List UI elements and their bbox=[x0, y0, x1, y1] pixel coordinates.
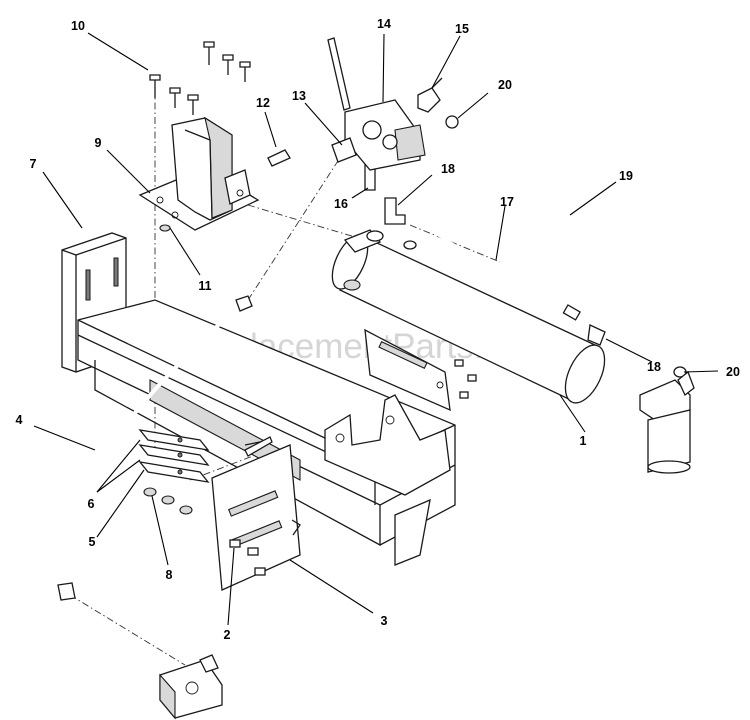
callout-16: 16 bbox=[334, 197, 348, 211]
part-12-pin bbox=[267, 149, 291, 167]
callout-14: 14 bbox=[377, 17, 391, 31]
part-14-control-valve bbox=[327, 37, 443, 171]
callout-11: 11 bbox=[198, 279, 211, 293]
callout-9: 9 bbox=[95, 136, 102, 150]
callout-18a: 18 bbox=[441, 162, 455, 176]
callout-4: 4 bbox=[16, 413, 23, 427]
callout-3: 3 bbox=[381, 614, 388, 628]
part-11-nut bbox=[159, 224, 171, 232]
leader-lines bbox=[33, 32, 719, 626]
callout-18b: 18 bbox=[647, 360, 661, 374]
part-10-bolts bbox=[149, 41, 251, 115]
callout-19: 19 bbox=[619, 169, 633, 183]
callout-labels: 10 9 7 11 12 13 14 15 20 18 16 17 19 18 … bbox=[16, 17, 740, 642]
side-plate-upper bbox=[364, 328, 451, 412]
part-9-wedge bbox=[138, 116, 260, 231]
part-8-nuts bbox=[143, 487, 193, 515]
part-17-hose bbox=[404, 213, 581, 321]
filter-assembly bbox=[639, 370, 695, 474]
callout-5: 5 bbox=[89, 535, 96, 549]
callout-17: 17 bbox=[500, 195, 514, 209]
callout-8: 8 bbox=[166, 568, 173, 582]
callout-20b: 20 bbox=[726, 365, 740, 379]
callout-20a: 20 bbox=[498, 78, 512, 92]
callout-2: 2 bbox=[224, 628, 231, 642]
callout-6: 6 bbox=[88, 497, 95, 511]
beam-frame bbox=[77, 299, 456, 566]
callout-7: 7 bbox=[30, 157, 37, 171]
callout-1: 1 bbox=[580, 434, 587, 448]
pump bbox=[159, 654, 223, 720]
part-18-fittings bbox=[384, 197, 606, 346]
part-20-clamps bbox=[445, 115, 687, 378]
callout-12: 12 bbox=[256, 96, 270, 110]
part-1-cylinder bbox=[331, 229, 606, 404]
part-2-bolts bbox=[229, 359, 477, 576]
callout-13: 13 bbox=[292, 89, 306, 103]
callout-15: 15 bbox=[455, 22, 469, 36]
parts-5-6-wear-plates bbox=[138, 429, 210, 483]
callout-10: 10 bbox=[71, 19, 85, 33]
